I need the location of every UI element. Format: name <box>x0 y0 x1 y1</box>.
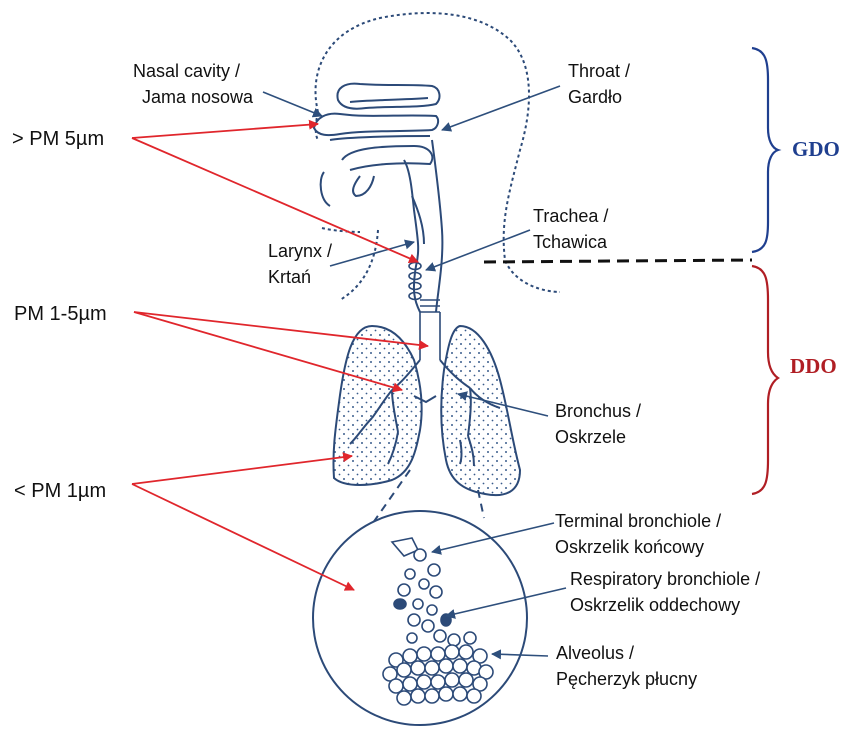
label-trachea-pl: Tchawica <box>533 229 608 255</box>
pointer-throat <box>442 86 560 130</box>
arrow-pm1-alveoli <box>132 484 354 590</box>
label-alveolus-en: Alveolus / <box>556 640 697 666</box>
label-pm5: > PM 5µm <box>12 128 104 151</box>
label-respiratory-bronchiole: Respiratory bronchiole / Oskrzelik oddec… <box>570 566 760 618</box>
label-throat-pl: Gardło <box>568 84 630 110</box>
label-bronchus-en: Bronchus / <box>555 398 641 424</box>
label-throat: Throat / Gardło <box>568 58 630 110</box>
pointer-nasal <box>263 92 322 116</box>
label-larynx: Larynx / Krtań <box>268 238 332 290</box>
upper-airway <box>314 84 442 312</box>
zone-label-upper: GDO <box>792 137 840 162</box>
label-nasal-en: Nasal cavity / <box>133 58 253 84</box>
label-larynx-pl: Krtań <box>268 264 332 290</box>
zone-divider <box>484 260 752 262</box>
label-bronchus: Bronchus / Oskrzele <box>555 398 641 450</box>
label-alveolus-pl: Pęcherzyk płucny <box>556 666 697 692</box>
label-nasal-cavity: Nasal cavity / Jama nosowa <box>133 58 253 110</box>
brace-lower <box>752 266 778 494</box>
head-outline <box>316 13 560 300</box>
label-alveolus: Alveolus / Pęcherzyk płucny <box>556 640 697 692</box>
label-terminal-en: Terminal bronchiole / <box>555 508 721 534</box>
label-trachea: Trachea / Tchawica <box>533 203 608 255</box>
arrow-pm1-lung <box>132 456 352 484</box>
label-larynx-en: Larynx / <box>268 238 332 264</box>
label-trachea-en: Trachea / <box>533 203 608 229</box>
label-bronchus-pl: Oskrzele <box>555 424 641 450</box>
arrow-pm5-nasal <box>132 124 318 138</box>
label-terminal-pl: Oskrzelik końcowy <box>555 534 721 560</box>
label-pm1-5: PM 1-5µm <box>14 303 107 326</box>
lungs <box>333 326 520 495</box>
brace-upper <box>752 48 778 252</box>
zone-label-lower: DDO <box>790 354 837 379</box>
label-terminal-bronchiole: Terminal bronchiole / Oskrzelik końcowy <box>555 508 721 560</box>
label-respiratory-en: Respiratory bronchiole / <box>570 566 760 592</box>
label-pm1: < PM 1µm <box>14 480 106 503</box>
label-throat-en: Throat / <box>568 58 630 84</box>
label-nasal-pl: Jama nosowa <box>133 84 253 110</box>
label-respiratory-pl: Oskrzelik oddechowy <box>570 592 760 618</box>
